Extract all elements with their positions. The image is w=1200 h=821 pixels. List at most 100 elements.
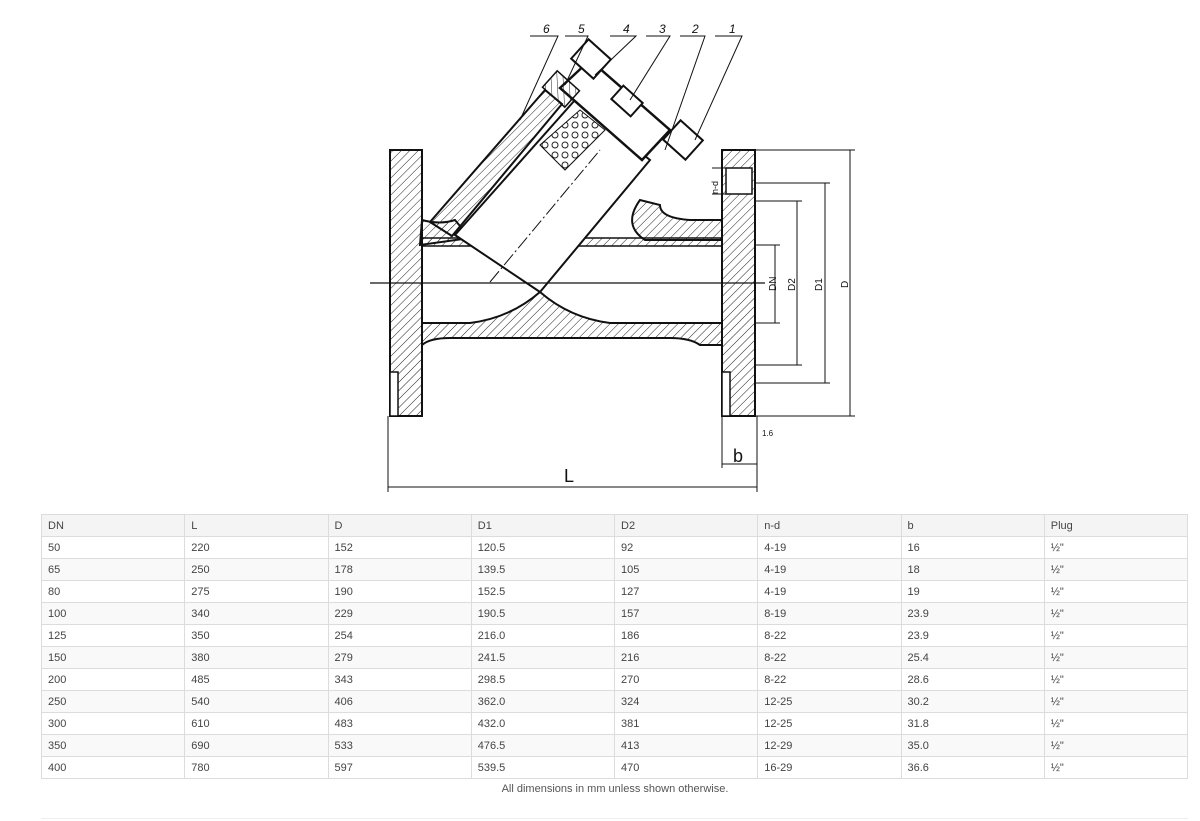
table-cell: 324 bbox=[613, 690, 759, 713]
table-cell: 483 bbox=[327, 712, 472, 735]
table-cell: 406 bbox=[327, 690, 472, 713]
header-b: b bbox=[900, 514, 1045, 537]
dimensions-footnote: All dimensions in mm unless shown otherw… bbox=[501, 783, 729, 795]
table-cell: 139.5 bbox=[470, 558, 616, 581]
dim-label-b: b bbox=[733, 446, 743, 466]
table-cell: 127 bbox=[613, 580, 759, 603]
table-cell: 540 bbox=[184, 690, 329, 713]
table-cell: ½" bbox=[1043, 536, 1189, 559]
table-cell: 216 bbox=[613, 646, 759, 669]
table-cell: 150 bbox=[40, 646, 186, 669]
table-cell: 92 bbox=[613, 536, 759, 559]
header-dn: DN bbox=[40, 514, 186, 537]
dimension-lines bbox=[387, 149, 855, 492]
table-cell: 220 bbox=[184, 536, 329, 559]
table-cell: 50 bbox=[40, 536, 186, 559]
table-cell: 254 bbox=[327, 624, 472, 647]
dim-label-d2: D2 bbox=[787, 278, 798, 291]
table-cell: ½" bbox=[1043, 756, 1189, 779]
dim-label-nd: n-d bbox=[710, 181, 720, 194]
table-cell: 780 bbox=[184, 756, 329, 779]
table-cell: 432.0 bbox=[470, 712, 616, 735]
table-cell: 19 bbox=[900, 580, 1045, 603]
cover-plate bbox=[558, 58, 672, 162]
table-cell: 470 bbox=[613, 756, 759, 779]
table-cell: 178 bbox=[327, 558, 472, 581]
table-cell: 28.6 bbox=[900, 668, 1045, 691]
table-cell: 485 bbox=[184, 668, 329, 691]
table-cell: 8-22 bbox=[757, 646, 902, 669]
table-cell: 229 bbox=[327, 602, 472, 625]
table-cell: ½" bbox=[1043, 580, 1189, 603]
y-strainer-drawing: 6 5 4 3 2 1 bbox=[360, 18, 860, 493]
table-cell: ½" bbox=[1043, 712, 1189, 735]
table-cell: 279 bbox=[327, 646, 472, 669]
dim-label-d: D bbox=[840, 281, 851, 288]
table-cell: 105 bbox=[613, 558, 759, 581]
table-cell: 250 bbox=[184, 558, 329, 581]
table-cell: 65 bbox=[40, 558, 186, 581]
table-cell: 30.2 bbox=[900, 690, 1045, 713]
table-cell: 35.0 bbox=[900, 734, 1045, 757]
dim-label-l: L bbox=[564, 466, 574, 486]
table-cell: 18 bbox=[900, 558, 1045, 581]
table-cell: ½" bbox=[1043, 558, 1189, 581]
table-cell: 200 bbox=[40, 668, 186, 691]
callout-1: 1 bbox=[729, 22, 736, 36]
table-cell: 80 bbox=[40, 580, 186, 603]
bottom-divider bbox=[41, 818, 1188, 819]
table-cell: 250 bbox=[40, 690, 186, 713]
table-cell: 597 bbox=[327, 756, 472, 779]
table-cell: 12-29 bbox=[757, 734, 902, 757]
table-cell: 4-19 bbox=[757, 558, 902, 581]
table-cell: 190 bbox=[327, 580, 472, 603]
callout-6: 6 bbox=[543, 22, 550, 36]
table-cell: 12-25 bbox=[757, 690, 902, 713]
table-cell: ½" bbox=[1043, 602, 1189, 625]
header-l: L bbox=[184, 514, 329, 537]
table-header-row: DN L D D1 D2 n-d b Plug bbox=[40, 514, 1189, 537]
table-cell: 610 bbox=[184, 712, 329, 735]
table-cell: 125 bbox=[40, 624, 186, 647]
table-cell: 23.9 bbox=[900, 602, 1045, 625]
table-cell: 186 bbox=[613, 624, 759, 647]
bolt-right bbox=[661, 118, 705, 162]
table-cell: 476.5 bbox=[470, 734, 616, 757]
table-cell: 8-19 bbox=[757, 602, 902, 625]
table-cell: 241.5 bbox=[470, 646, 616, 669]
table-cell: 350 bbox=[184, 624, 329, 647]
header-n-d: n-d bbox=[757, 514, 902, 537]
callout-leaders bbox=[519, 35, 743, 151]
header-d2: D2 bbox=[613, 514, 759, 537]
table-cell: 12-25 bbox=[757, 712, 902, 735]
table-cell: 4-19 bbox=[757, 580, 902, 603]
callout-3: 3 bbox=[659, 22, 666, 36]
table-cell: 270 bbox=[613, 668, 759, 691]
table-header: DN L D D1 D2 n-d b Plug bbox=[40, 514, 1189, 537]
table-cell: 8-22 bbox=[757, 624, 902, 647]
table-cell: ½" bbox=[1043, 646, 1189, 669]
table-cell: 298.5 bbox=[470, 668, 616, 691]
table-cell: 343 bbox=[327, 668, 472, 691]
strainer-cross-section: 6 5 4 3 2 1 bbox=[370, 22, 855, 492]
table-cell: 381 bbox=[613, 712, 759, 735]
callout-5: 5 bbox=[578, 22, 585, 36]
table-cell: 4-19 bbox=[757, 536, 902, 559]
table-cell: 120.5 bbox=[470, 536, 616, 559]
table-cell: 8-22 bbox=[757, 668, 902, 691]
lower-body-wall bbox=[421, 290, 723, 348]
header-d: D bbox=[327, 514, 472, 537]
table-cell: 157 bbox=[613, 602, 759, 625]
table-cell: 23.9 bbox=[900, 624, 1045, 647]
table-cell: 340 bbox=[184, 602, 329, 625]
